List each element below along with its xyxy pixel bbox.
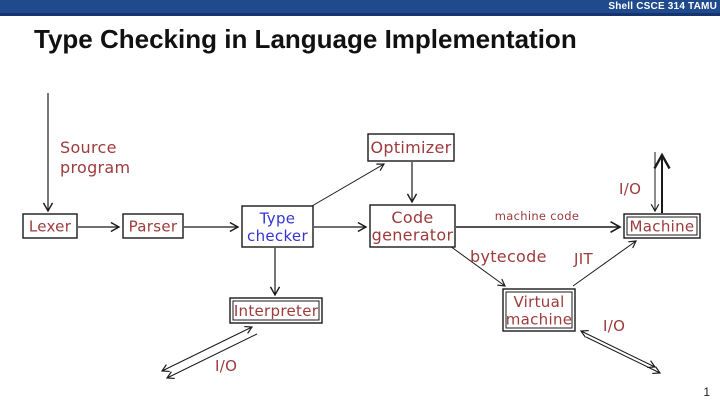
label-bytecode: bytecode	[470, 247, 547, 266]
label-source-program: program	[60, 158, 130, 177]
box-label-type-checker: Type	[259, 209, 296, 227]
label-machine-code: machine code	[495, 209, 579, 223]
arrow-virtual-machine-io-a	[579, 329, 657, 369]
arrow-virtual-machine-io-b	[585, 336, 662, 375]
arrow-virtual-machine-to-machine-jit	[572, 240, 637, 287]
page-title: Type Checking in Language Implementation	[34, 24, 577, 54]
box-label-parser: Parser	[129, 218, 178, 236]
label-source-program: Source	[60, 138, 117, 157]
header-bar: Shell CSCE 314 TAMU	[0, 0, 720, 16]
box-label-virtual-machine: Virtual	[513, 293, 564, 311]
label-io-interpreter: I/O	[215, 357, 237, 375]
arrow-code-generator-to-virtual-machine	[449, 245, 506, 287]
box-lexer: Lexer	[22, 213, 78, 239]
arrow-type-checker-to-optimizer	[311, 163, 386, 207]
label-io-machine: I/O	[619, 180, 641, 198]
box-label-lexer: Lexer	[29, 218, 72, 236]
box-label-code-generator: generator	[372, 225, 454, 244]
label-io-virtual-machine: I/O	[603, 317, 625, 335]
box-label-type-checker: checker	[247, 227, 308, 245]
arrow-interpreter-io-b	[165, 333, 258, 380]
box-label-virtual-machine: machine	[506, 310, 573, 328]
box-label-machine: Machine	[630, 218, 695, 236]
box-label-interpreter: Interpreter	[234, 302, 319, 320]
arrow-interpreter-io-a	[160, 325, 254, 373]
box-optimizer: Optimizer	[367, 133, 455, 162]
box-label-code-generator: Code	[391, 208, 433, 227]
header-bar-text: Shell CSCE 314 TAMU	[608, 1, 717, 12]
box-label-optimizer: Optimizer	[370, 138, 451, 157]
box-interpreter: Interpreter	[229, 297, 323, 324]
box-machine: Machine	[623, 213, 701, 239]
label-jit: JIT	[573, 250, 593, 268]
page-number: 1	[703, 385, 710, 399]
box-parser: Parser	[122, 213, 184, 239]
